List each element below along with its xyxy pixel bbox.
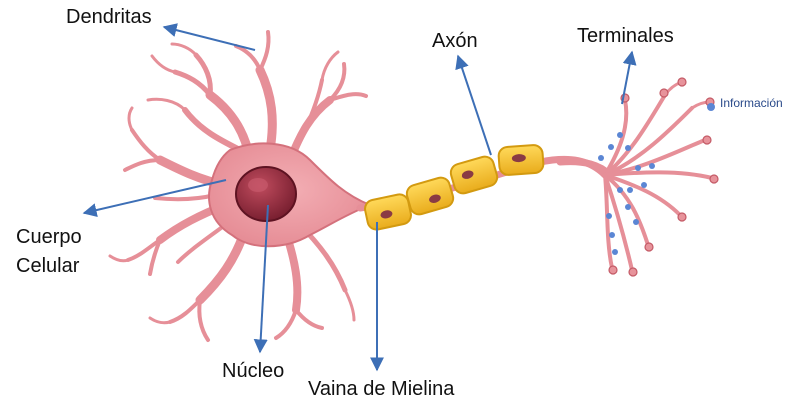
label-axon: Axón: [432, 30, 478, 52]
label-informacion: Información: [720, 97, 783, 110]
label-cuerpo-celular: Cuerpo Celular: [16, 223, 82, 281]
label-nucleo: Núcleo: [222, 360, 284, 382]
label-dendritas: Dendritas: [66, 6, 152, 28]
label-vaina-de-mielina: Vaina de Mielina: [308, 378, 454, 400]
nucleus: [236, 167, 296, 221]
label-terminales: Terminales: [577, 25, 674, 47]
arrow-dendritas: [164, 27, 255, 50]
label-cuerpo-line1: Cuerpo: [16, 223, 82, 252]
information-legend-dot: [707, 103, 715, 111]
label-cuerpo-line2: Celular: [16, 252, 82, 281]
axon-terminals: [560, 82, 712, 270]
arrow-axon: [458, 56, 491, 155]
